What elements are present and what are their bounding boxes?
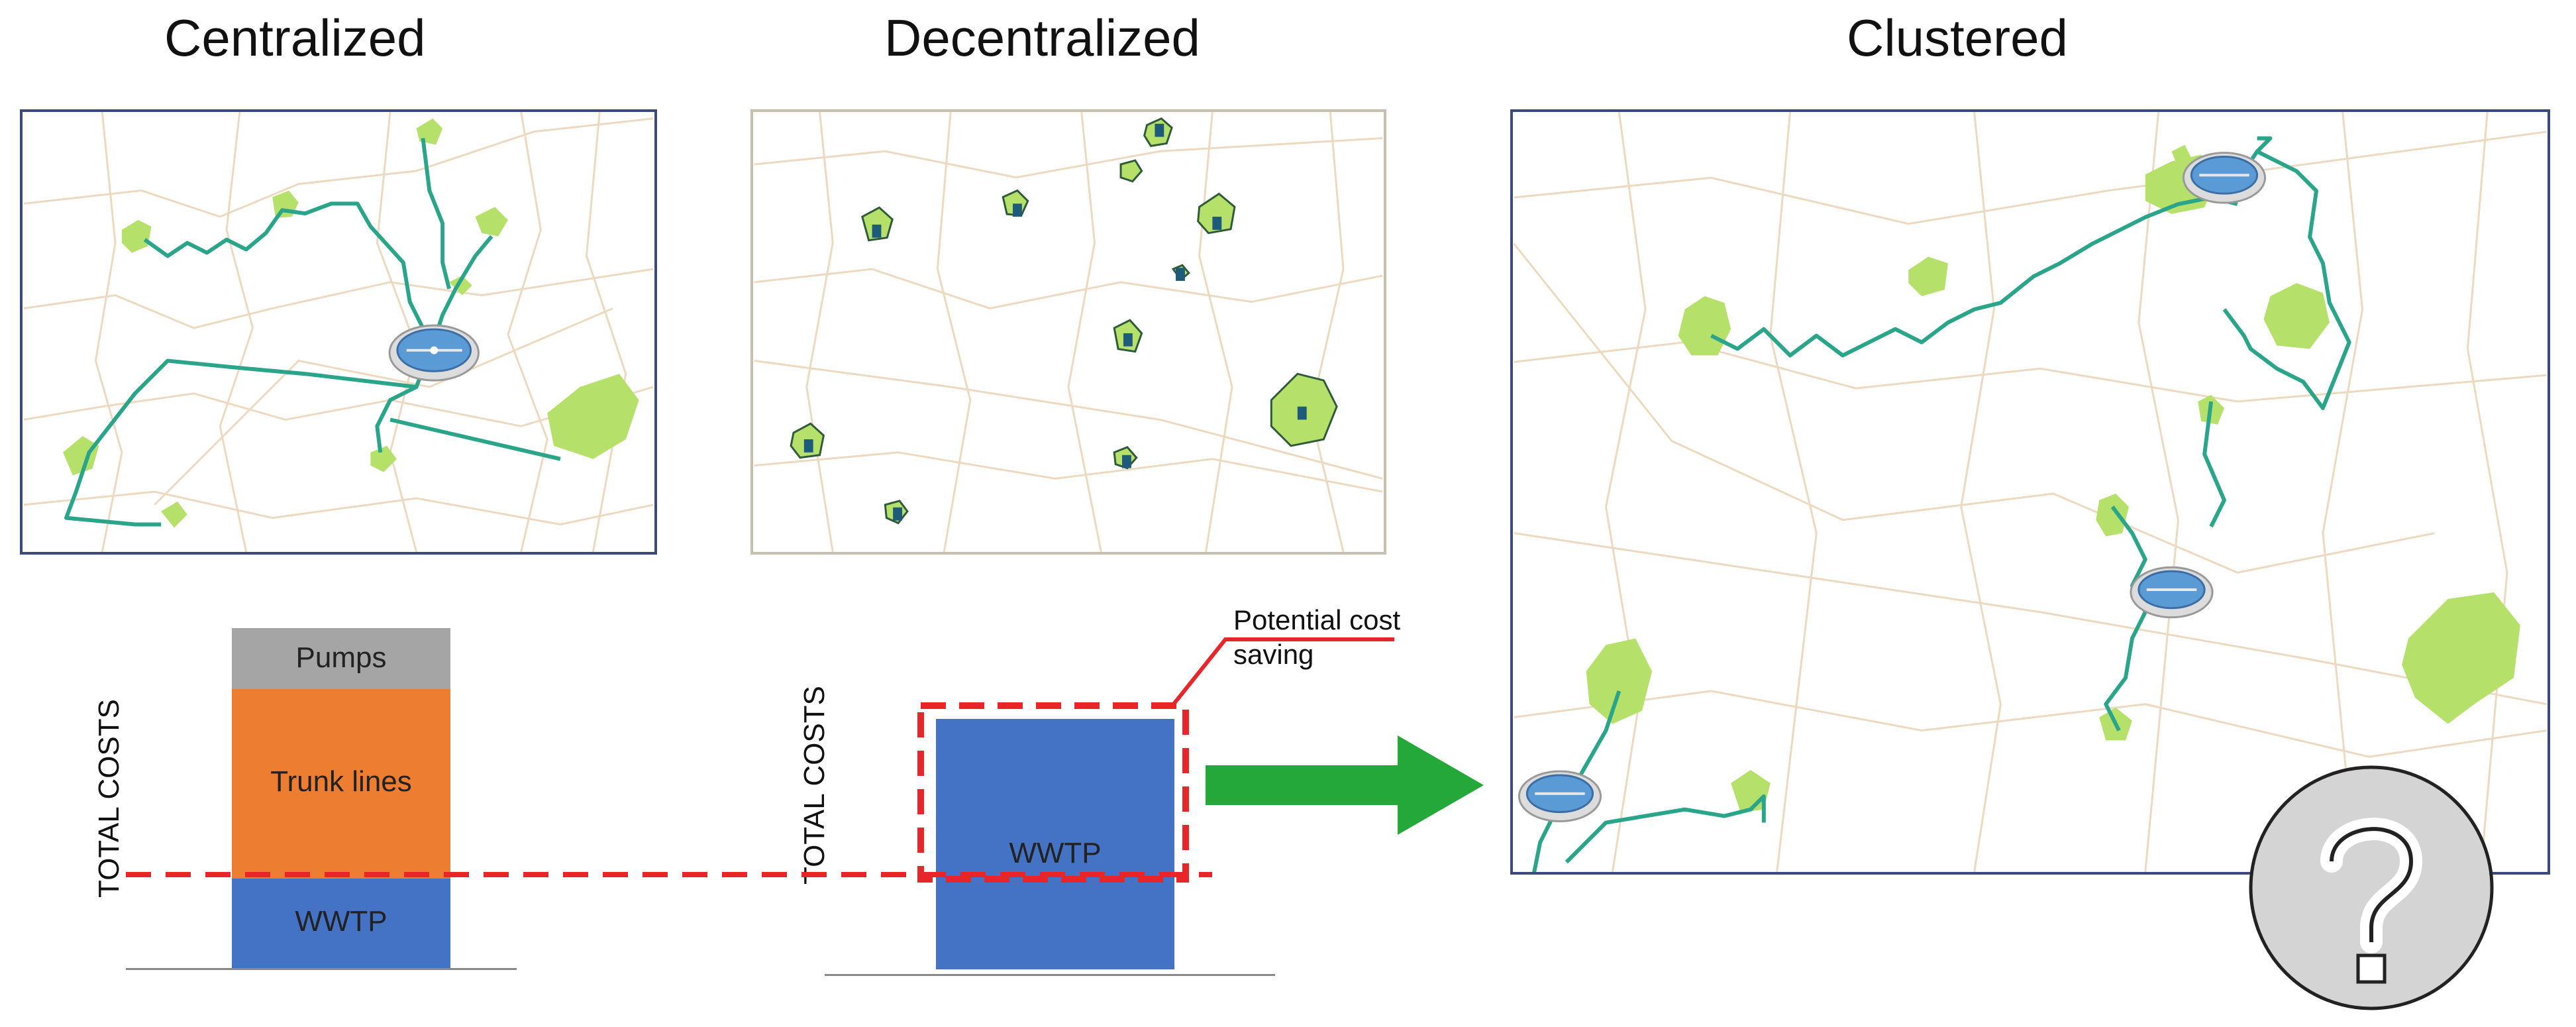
settlements xyxy=(790,117,1338,525)
road-network xyxy=(754,112,1383,552)
trunk-lines xyxy=(1532,136,2351,872)
trunk-lines xyxy=(64,138,561,527)
cost-bar-centralized: Pumps Trunk lines WWTP xyxy=(232,628,450,968)
treatment-plant-icons xyxy=(803,123,1307,521)
bar-segment-trunk-lines: Trunk lines xyxy=(232,689,450,879)
map-centralized-svg xyxy=(23,112,654,552)
settlements xyxy=(1586,144,2520,813)
axis-label-centralized: TOTAL COSTS xyxy=(93,699,125,898)
annotation-leader-line xyxy=(1170,637,1394,707)
map-decentralized xyxy=(750,109,1386,555)
segment-label-wwtp-decentralized: WWTP xyxy=(1009,837,1102,869)
title-centralized: Centralized xyxy=(164,9,426,67)
treatment-plant-icon xyxy=(388,324,480,382)
title-clustered: Clustered xyxy=(1847,9,2068,67)
axis-label-decentralized: TOTAL COSTS xyxy=(798,686,831,885)
segment-label-trunk-lines: Trunk lines xyxy=(270,765,412,798)
title-decentralized: Decentralized xyxy=(884,9,1200,67)
treatment-plant-icon xyxy=(1518,770,1602,823)
map-centralized xyxy=(20,109,657,555)
potential-saving-label: Potential cost saving xyxy=(1233,604,1401,670)
road-network xyxy=(1513,112,2547,872)
treatment-plant-icon xyxy=(2130,566,2214,619)
question-mark-icon xyxy=(2249,765,2494,1010)
right-arrow-icon xyxy=(1206,735,1484,835)
map-decentralized-svg xyxy=(754,112,1383,552)
map-clustered-svg xyxy=(1513,112,2547,872)
segment-label-pumps: Pumps xyxy=(295,641,387,674)
reference-cost-line xyxy=(126,872,1212,877)
baseline-decentralized xyxy=(825,974,1275,976)
settlements xyxy=(63,118,639,528)
treatment-plant-icon xyxy=(2182,152,2267,204)
map-clustered xyxy=(1510,109,2550,875)
cost-bar-decentralized: WWTP xyxy=(936,719,1174,969)
bar-segment-pumps: Pumps xyxy=(232,628,450,689)
baseline-centralized xyxy=(126,968,517,970)
potential-saving-box xyxy=(917,702,1189,883)
segment-label-wwtp: WWTP xyxy=(295,905,387,938)
road-network xyxy=(23,112,654,552)
bar-segment-wwtp: WWTP xyxy=(232,879,450,968)
